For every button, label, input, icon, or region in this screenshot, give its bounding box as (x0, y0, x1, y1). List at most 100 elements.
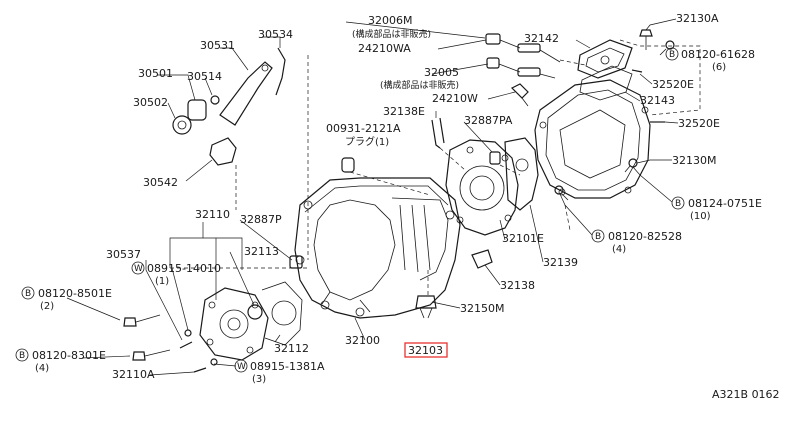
bolt-08120-8301E[interactable] (132, 349, 171, 361)
bolt-32520E-upper[interactable] (631, 69, 643, 73)
bushing-32887PA[interactable] (489, 151, 501, 165)
marker-b-08124-0751E: B (675, 199, 681, 209)
label-30534: 30534 (258, 28, 293, 41)
leader-lines (66, 18, 679, 376)
label-32112: 32112 (274, 342, 309, 355)
bolt-marker-icon (591, 229, 605, 243)
lever-spring-30534[interactable] (275, 47, 286, 96)
label-00931-note: プラグ(1) (345, 135, 389, 148)
label-32130M: 32130M (672, 154, 716, 167)
adapter-plate-32101E[interactable] (445, 139, 519, 236)
label-32130A: 32130A (676, 12, 719, 25)
label-08915-14010-qty: (1) (155, 276, 169, 287)
label-08124-0751E-qty: (10) (690, 211, 711, 222)
cap-32103[interactable] (415, 295, 437, 319)
marker-b-08120-61628: B (669, 50, 675, 60)
label-08120-82528-qty: (4) (612, 244, 626, 255)
label-32150M: 32150M (460, 302, 504, 315)
label-32520E-lower: 32520E (678, 117, 720, 130)
label-32006M-note: (構成部品は非販売) (352, 28, 431, 40)
gasket-32139[interactable] (504, 137, 539, 211)
label-08120-61628-qty: (6) (712, 62, 726, 73)
label-32138E: 32138E (383, 105, 425, 118)
label-00931-2121A: 00931-2121A (326, 122, 401, 135)
washer-marker-icon (234, 359, 248, 373)
label-32139: 32139 (543, 256, 578, 269)
label-30542: 30542 (143, 176, 178, 189)
washer-08915-1381A[interactable] (210, 358, 218, 366)
marker-b-08120-8301E: B (19, 351, 25, 361)
tube-32138E[interactable] (431, 117, 445, 149)
label-32110: 32110 (195, 208, 230, 221)
speedometer-sensor-32006M[interactable] (485, 33, 561, 63)
front-cover-32110[interactable] (199, 287, 269, 361)
label-08124-0751E: 08124-0751E (688, 197, 762, 210)
label-30531: 30531 (200, 39, 235, 52)
bolt-08120-61628[interactable] (659, 40, 675, 56)
label-32110A: 32110A (112, 368, 155, 381)
label-08120-8301E: 08120-8301E (32, 349, 106, 362)
label-32006M: 32006M (368, 14, 412, 27)
top-cover-32142[interactable] (577, 39, 633, 79)
bolt-marker-icon (671, 196, 685, 210)
ball-pin-30542[interactable] (209, 137, 237, 166)
label-32103-highlighted[interactable]: 32103 (408, 344, 443, 357)
label-30502: 30502 (133, 96, 168, 109)
bolt-32110A[interactable] (193, 367, 207, 373)
seal-32138[interactable] (471, 249, 493, 269)
gasket-32143[interactable] (579, 65, 633, 101)
bolt-marker-icon (15, 348, 29, 362)
washer-marker-icon (131, 261, 145, 275)
label-08120-82528: 08120-82528 (608, 230, 682, 243)
gasket-32112[interactable] (261, 281, 303, 346)
rear-extension-32130M[interactable] (534, 79, 651, 199)
label-32138: 32138 (500, 279, 535, 292)
label-32142: 32142 (524, 32, 559, 45)
label-32005: 32005 (424, 66, 459, 79)
release-bearing-30502[interactable] (172, 115, 192, 135)
seal-32113[interactable] (247, 304, 263, 320)
label-08120-8501E: 08120-8501E (38, 287, 112, 300)
bolt-32130A[interactable] (639, 29, 653, 50)
bolt-08120-82528[interactable] (554, 185, 569, 201)
spring-30514[interactable] (210, 95, 220, 105)
marker-w-08915-14010: W (134, 264, 143, 274)
bearing-sleeve-30501[interactable] (187, 99, 207, 121)
label-08915-1381A: 08915-1381A (250, 360, 325, 373)
label-08120-8501E-qty: (2) (40, 301, 54, 312)
label-32887PA: 32887PA (464, 114, 513, 127)
label-24210WA: 24210WA (358, 42, 411, 55)
withdrawal-lever-30531[interactable] (219, 61, 273, 126)
label-08120-8301E-qty: (4) (35, 363, 49, 374)
label-32520E-upper: 32520E (652, 78, 694, 91)
bolt-marker-icon (21, 286, 35, 300)
label-08915-1381A-qty: (3) (252, 374, 266, 385)
switch-32005[interactable] (486, 57, 556, 79)
assembly-guide-lines (170, 39, 701, 295)
washer-08915-14010[interactable] (184, 329, 192, 337)
bolt-marker-icon (665, 47, 679, 61)
stud-30537[interactable] (179, 341, 193, 349)
label-32101E: 32101E (502, 232, 544, 245)
marker-b-08120-82528: B (595, 232, 601, 242)
label-32113: 32113 (244, 245, 279, 258)
label-30501: 30501 (138, 67, 173, 80)
marker-w-08915-1381A: W (237, 362, 246, 372)
transmission-case-32100[interactable] (294, 177, 461, 319)
label-08915-14010: 08915-14010 (147, 262, 221, 275)
switch-24210W[interactable] (510, 83, 529, 107)
label-30514: 30514 (187, 70, 222, 83)
part-labels: 30531 30534 30501 30514 30502 30542 3200… (15, 12, 780, 401)
label-24210W: 24210W (432, 92, 478, 105)
plug-00931-2121A[interactable] (341, 157, 355, 173)
label-30537: 30537 (106, 248, 141, 261)
bolt-08120-8501E[interactable] (123, 314, 161, 327)
marker-b-08120-8501E: B (25, 289, 31, 299)
label-32143: 32143 (640, 94, 675, 107)
label-08120-61628: 08120-61628 (681, 48, 755, 61)
highlighted-part-box[interactable] (404, 342, 448, 358)
label-32887P: 32887P (240, 213, 282, 226)
diagram-reference-code: A321B 0162 (712, 388, 780, 401)
label-32005-note: (構成部品は非販売) (380, 79, 459, 91)
